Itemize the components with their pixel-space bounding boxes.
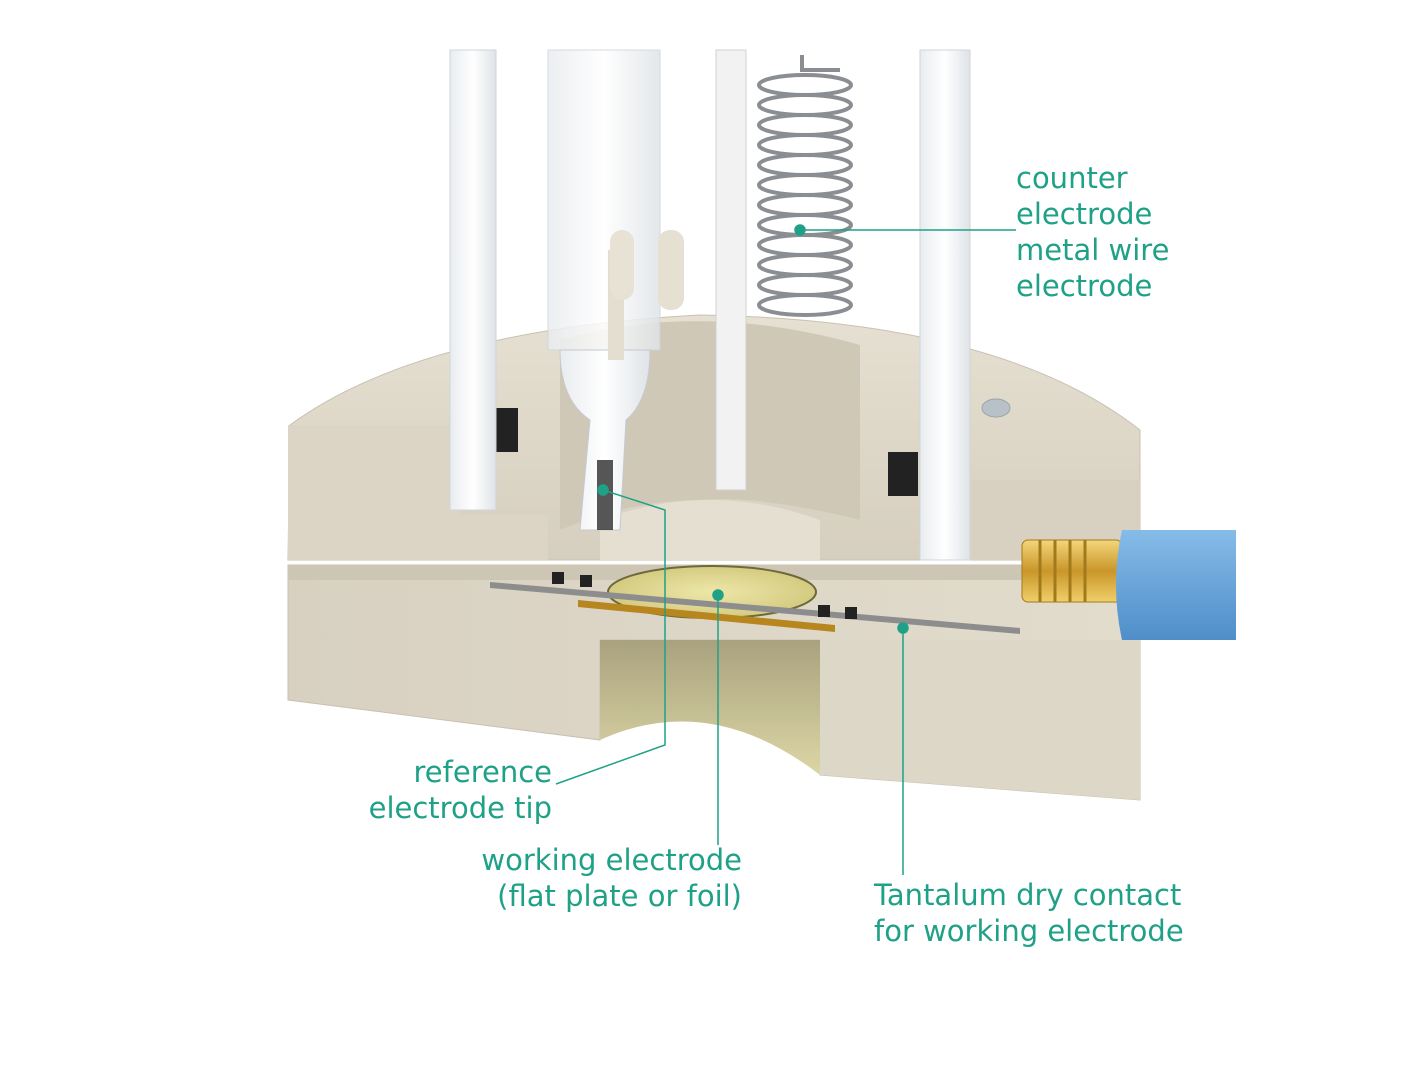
leader-lines [555, 224, 1016, 875]
label-line: electrode tip [368, 791, 552, 825]
label-line: (flat plate or foil) [497, 879, 742, 913]
label-line: electrode [1016, 197, 1153, 231]
counter-electrode-label: counter electrode metal wire electrode [1016, 160, 1169, 304]
label-line: for working electrode [874, 914, 1184, 948]
label-line: Tantalum dry contact [874, 878, 1182, 912]
tantalum-leader-dot [897, 622, 909, 634]
label-line: metal wire [1016, 233, 1170, 267]
working-electrode-label: working electrode (flat plate or foil) [380, 842, 742, 914]
working-leader-dot [712, 589, 724, 601]
tantalum-contact-label: Tantalum dry contact for working electro… [874, 877, 1184, 949]
glass-tubes [449, 49, 971, 561]
label-line: counter [1016, 161, 1128, 195]
connector-and-cable [1021, 530, 1236, 640]
label-line: working electrode [481, 843, 742, 877]
label-line: electrode [1016, 269, 1153, 303]
label-line: reference [413, 755, 552, 789]
upper-housing [287, 314, 1141, 561]
counter-leader-dot [794, 224, 806, 236]
reference-electrode-label: reference electrode tip [300, 754, 552, 826]
central-rod [715, 49, 747, 491]
reference-leader-dot [597, 484, 609, 496]
working-electrode-sample [578, 565, 835, 632]
tantalum-contact-foil [490, 582, 1020, 634]
counter-electrode-coil [757, 55, 853, 317]
reference-leader-line [555, 489, 666, 785]
